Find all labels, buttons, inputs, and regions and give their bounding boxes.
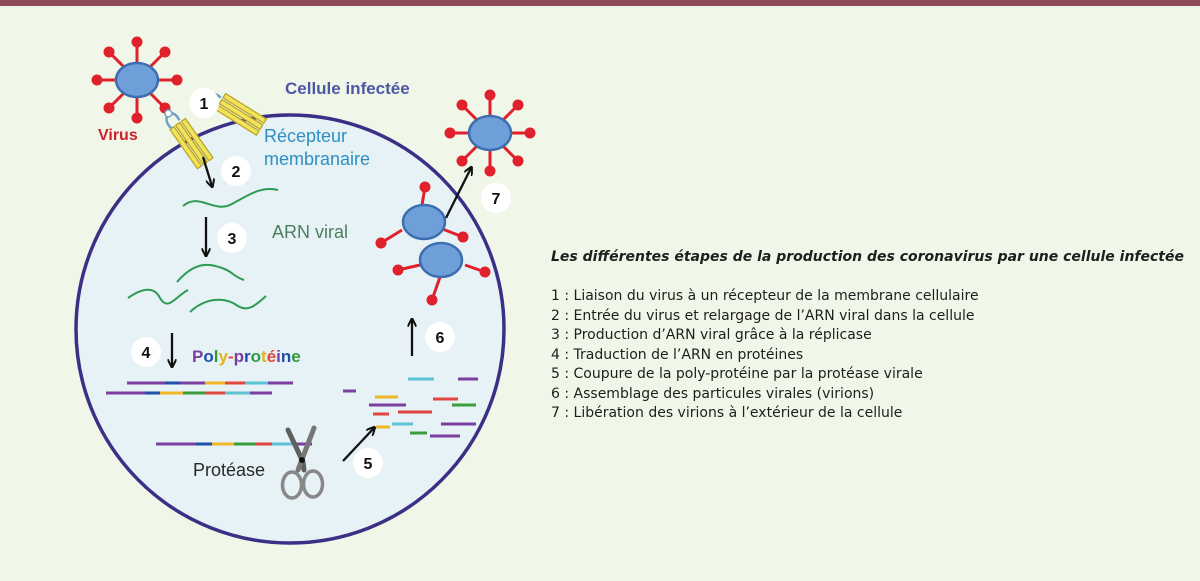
- receptor-label-line1: Récepteur: [264, 126, 347, 146]
- caption: Les différentes étapes de la production …: [551, 249, 1191, 424]
- polyprotein-label-letter: n: [281, 347, 291, 366]
- viral-rna-strands: [127, 188, 279, 313]
- polyprotein-label-letter: y: [218, 347, 228, 366]
- step-badge-2: 2: [221, 156, 251, 186]
- caption-step-2: 2 : Entrée du virus et relargage de l’AR…: [551, 307, 975, 324]
- caption-step-5: 5 : Coupure de la poly-protéine par la p…: [551, 366, 923, 382]
- polyprotein-label-letter: é: [267, 347, 276, 366]
- scissors-icon: [280, 425, 325, 500]
- polyprotein-label-letter: r: [244, 347, 251, 366]
- polyprotein-label-letter: p: [234, 347, 244, 366]
- polyprotein-label-letter: o: [203, 347, 213, 366]
- svg-text:1: 1: [200, 96, 209, 113]
- caption-title: Les différentes étapes de la production …: [551, 249, 1184, 265]
- caption-step-1: 1 : Liaison du virus à un récepteur de l…: [551, 288, 979, 304]
- polyprotein-label: Poly-protéine: [192, 347, 301, 366]
- assembling-virions: [375, 181, 491, 306]
- arrow-icon: [444, 168, 471, 219]
- svg-text:3: 3: [228, 231, 237, 248]
- svg-text:5: 5: [364, 456, 373, 473]
- step-badge-1: 1: [189, 88, 219, 118]
- svg-text:2: 2: [232, 164, 241, 181]
- step-badge-5: 5: [353, 448, 383, 478]
- infected-cell: [74, 113, 506, 545]
- svg-text:6: 6: [436, 330, 445, 347]
- caption-steps: 1 : Liaison du virus à un récepteur de l…: [551, 287, 1191, 424]
- step-badge-3: 3: [217, 223, 247, 253]
- virus-icon: [443, 88, 537, 178]
- caption-step-6: 6 : Assemblage des particules virales (v…: [551, 385, 875, 402]
- cell-label: Cellule infectée: [285, 79, 410, 98]
- arrow-icon: [342, 428, 374, 462]
- caption-step-3: 3 : Production d’ARN viral grâce à la ré…: [551, 327, 872, 343]
- step-badge-7: 7: [481, 183, 511, 213]
- polyprotein-label-letter: e: [291, 347, 300, 366]
- polyprotein-label-letter: o: [251, 347, 261, 366]
- polyprotein-bars: [106, 381, 312, 446]
- protease-label: Protéase: [193, 460, 265, 480]
- cleaved-protein-fragments: [343, 377, 478, 438]
- step-badge-4: 4: [131, 337, 161, 367]
- virus-label: Virus: [98, 127, 138, 144]
- top-accent-bar: [0, 0, 1200, 6]
- polyprotein-label-letter: l: [214, 347, 219, 366]
- caption-step-7: 7 : Libération des virions à l’extérieur…: [551, 405, 903, 421]
- caption-step-4: 4 : Traduction de l’ARN en protéines: [551, 346, 804, 363]
- rna-label: ARN viral: [272, 222, 348, 242]
- receptor-label-line2: membranaire: [264, 149, 370, 169]
- svg-text:4: 4: [142, 345, 151, 362]
- polyprotein-label-letter: i: [276, 347, 281, 366]
- polyprotein-label-letter: t: [261, 347, 267, 366]
- svg-text:7: 7: [492, 191, 501, 208]
- step-badge-6: 6: [425, 322, 455, 352]
- arrow-icon: [201, 156, 212, 186]
- polyprotein-label-letter: P: [192, 347, 203, 366]
- polyprotein-label-letter: -: [228, 347, 234, 366]
